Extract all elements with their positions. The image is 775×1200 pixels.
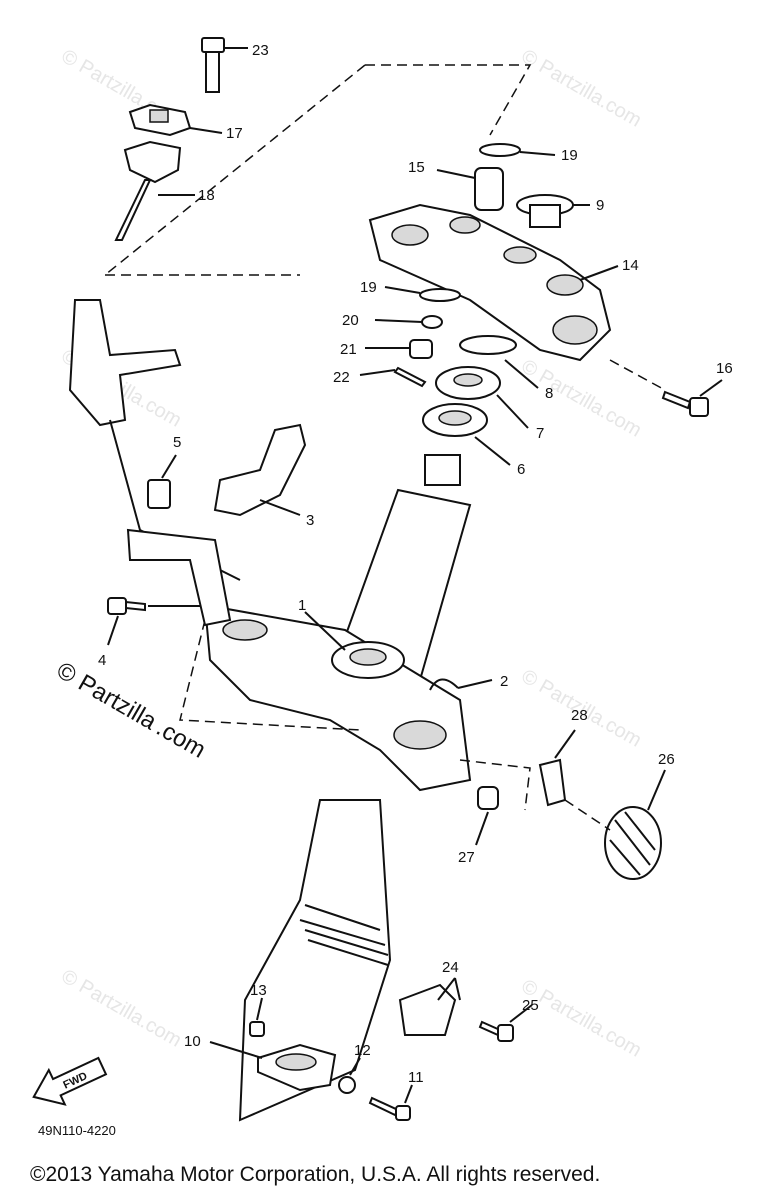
callout-23: 23 [252, 42, 269, 59]
watermark-main: © Partzilla .com [52, 657, 210, 764]
leader-line [374, 319, 423, 323]
bearing-1 [304, 611, 405, 679]
cable-guide-24 [398, 977, 461, 1036]
callout-1: 1 [298, 597, 306, 614]
copyright-notice: ©2013 Yamaha Motor Corporation, U.S.A. A… [30, 1163, 601, 1186]
callout-16: 16 [716, 360, 733, 377]
callout-17: 17 [226, 125, 243, 142]
callout-7: 7 [536, 425, 544, 442]
nut-20 [421, 315, 443, 329]
upper-bracket-14 [368, 203, 619, 362]
guide-10 [209, 1041, 337, 1092]
callout-10: 10 [184, 1033, 201, 1050]
callout-2: 2 [500, 673, 508, 690]
callout-25: 25 [522, 997, 539, 1014]
callout-21: 21 [340, 341, 357, 358]
leader-line [384, 286, 421, 294]
callout-8: 8 [545, 385, 553, 402]
collar-15 [436, 167, 504, 211]
bearing-cover-7 [435, 366, 529, 429]
steering-nut-9 [516, 194, 590, 228]
callout-3: 3 [306, 512, 314, 529]
bolt-25 [478, 1004, 533, 1042]
bolt-23 [201, 37, 248, 93]
bolt-4 [107, 597, 200, 646]
diagram-code: 49N110-4220 [38, 1123, 116, 1138]
callout-4: 4 [98, 652, 106, 669]
callout-19: 19 [561, 147, 578, 164]
callout-15: 15 [408, 159, 425, 176]
grommet-5 [147, 454, 177, 509]
guide-line [179, 619, 361, 731]
watermark-text: © Partzilla.com [518, 975, 646, 1061]
callout-22: 22 [333, 369, 350, 386]
leader-line [359, 369, 396, 376]
handlebar-holder-18 [114, 140, 195, 241]
watermark-line1: Partzilla [74, 669, 162, 735]
nut-12 [338, 1057, 361, 1094]
callout-14: 14 [622, 257, 639, 274]
bearing-6 [422, 403, 511, 466]
callout-12: 12 [354, 1042, 371, 1059]
leader-line [519, 151, 556, 156]
reflector-bracket-28 [538, 729, 576, 807]
collar-27 [475, 786, 499, 846]
front-fork [238, 799, 392, 1122]
guide-line [104, 64, 366, 276]
callout-27: 27 [458, 849, 475, 866]
callout-28: 28 [571, 707, 588, 724]
callout-6: 6 [517, 461, 525, 478]
bolt-11 [368, 1084, 413, 1121]
handlebar-holder-17 [128, 103, 223, 137]
nut-13 [249, 997, 265, 1037]
callout-24: 24 [442, 959, 459, 976]
reflector-26 [564, 769, 666, 880]
watermark-line2: .com [152, 714, 211, 763]
guide-line [459, 759, 531, 811]
pin-22 [393, 366, 427, 388]
bracket-piece [126, 528, 232, 627]
watermark-text: © Partzilla.com [58, 965, 186, 1051]
callout-13: 13 [250, 982, 267, 999]
ring-nut-21 [409, 339, 433, 359]
watermark-text: © Partzilla.com [518, 45, 646, 131]
callout-26: 26 [658, 751, 675, 768]
callout-20: 20 [342, 312, 359, 329]
washer-19 [419, 288, 461, 302]
callout-9: 9 [596, 197, 604, 214]
callout-19: 19 [360, 279, 377, 296]
callout-5: 5 [173, 434, 181, 451]
ring-nut-8 [459, 335, 539, 389]
watermark-symbol: © [52, 657, 81, 689]
guide-line [365, 64, 532, 136]
clip-2 [429, 678, 493, 691]
callout-18: 18 [198, 187, 215, 204]
washer-19 [479, 143, 521, 157]
steering-shaft [333, 454, 472, 682]
fwd-arrow-icon: FWD [32, 1056, 108, 1106]
bolt-16 [609, 359, 723, 417]
callout-11: 11 [408, 1069, 424, 1086]
